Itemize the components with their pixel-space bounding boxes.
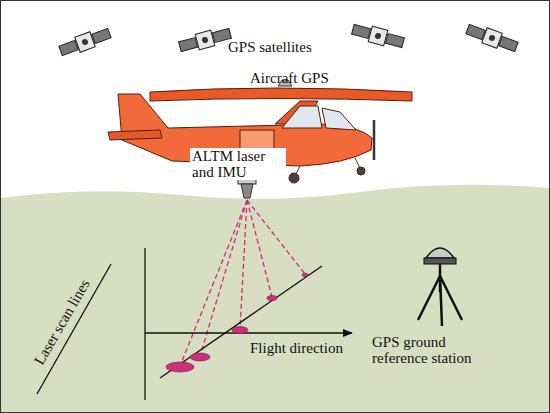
flight-direction-arrow [145, 332, 352, 333]
figure-label: GPS satellites [228, 39, 312, 55]
figure-label: Aircraft GPS [250, 70, 329, 86]
gps-satellites [58, 22, 519, 59]
laser-footprints [166, 273, 308, 372]
figure-label: ALTM laser and IMU [190, 148, 286, 180]
figure-label: GPS ground reference station [372, 334, 500, 366]
figure-label: Flight direction [250, 340, 343, 356]
ground [0, 185, 550, 413]
aircraft [108, 80, 412, 198]
ground-reference-station [418, 248, 462, 326]
vertical-axis [144, 248, 145, 400]
scan-track-line [160, 266, 322, 378]
